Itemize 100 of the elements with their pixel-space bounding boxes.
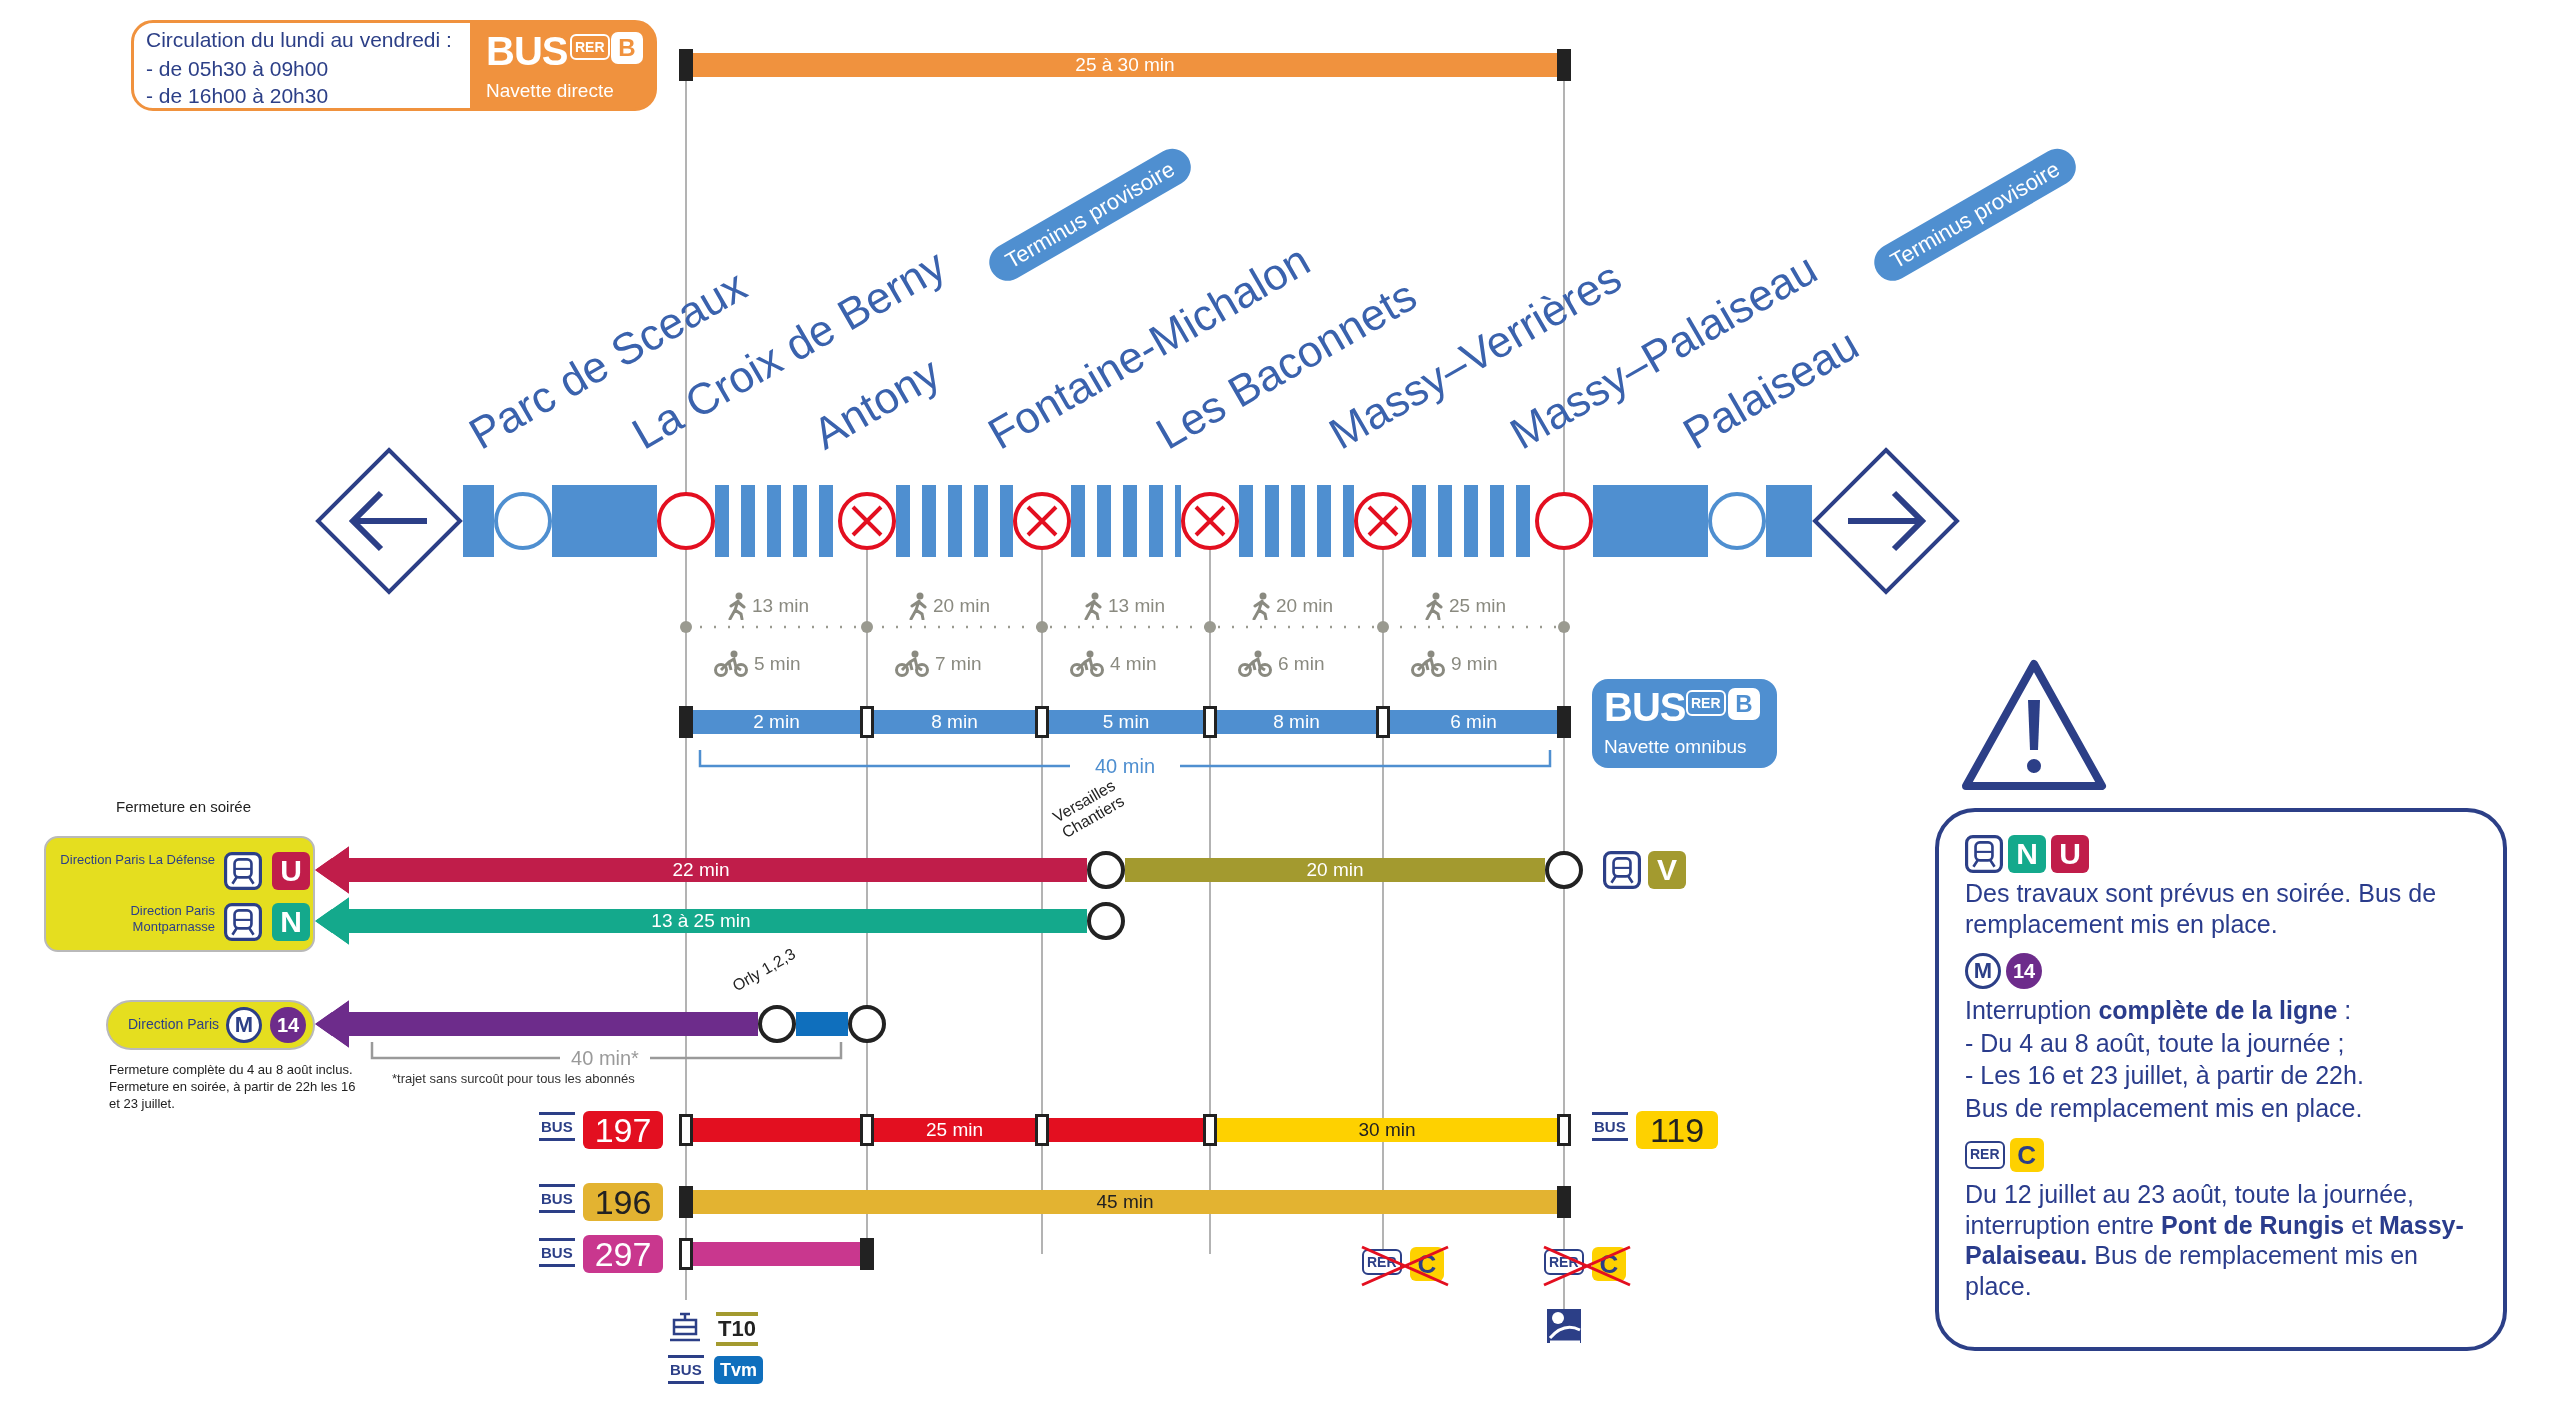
line-badge: 197 xyxy=(583,1111,663,1149)
bus-sign: BUS xyxy=(1592,1112,1628,1141)
note-text: Interruption complète de la ligne : xyxy=(1965,995,2353,1026)
direction-box xyxy=(106,1000,315,1050)
edge-label: 25 min xyxy=(926,1119,983,1141)
edge-label: 8 min xyxy=(1273,711,1320,733)
service-name: Navette omnibus xyxy=(1604,736,1747,758)
edge-label: 6 min xyxy=(1450,711,1497,733)
route-line xyxy=(315,846,1087,894)
route-line xyxy=(1390,710,1557,734)
line-badge: V xyxy=(1648,851,1686,889)
rer-badge: RER xyxy=(1686,690,1726,717)
bus-sign: BUS xyxy=(486,31,568,71)
route-line xyxy=(874,710,1035,734)
stop-mark xyxy=(1203,1114,1217,1146)
route-line xyxy=(1049,1118,1203,1142)
route-line xyxy=(1766,485,1812,557)
stop-mark xyxy=(1557,1186,1571,1218)
direction-text: Direction Paris La Défense xyxy=(59,852,215,869)
route-line xyxy=(1217,710,1376,734)
stop-mark xyxy=(1203,706,1217,738)
bike-time: 5 min xyxy=(754,653,801,675)
edge-label: 13 à 25 min xyxy=(651,910,751,932)
edge-label: 30 min xyxy=(1358,1119,1416,1141)
stop-mark xyxy=(1557,49,1571,81)
direction-text: Direction Paris xyxy=(128,1016,220,1033)
stop-mark xyxy=(860,706,874,738)
edge-label: 5 min xyxy=(1102,711,1150,733)
direction-text: Direction Paris Montparnasse xyxy=(129,903,215,936)
stop-mark xyxy=(679,1186,693,1218)
service-box xyxy=(1592,679,1777,768)
edge-label: 2 min xyxy=(753,711,800,733)
stop-mark xyxy=(1035,1114,1049,1146)
walk-time: 20 min xyxy=(1276,595,1334,617)
stop-mark xyxy=(679,706,693,738)
edge-label: 25 à 30 min xyxy=(1075,54,1175,76)
route-line xyxy=(874,1118,1035,1142)
metro-badge: M xyxy=(226,1007,262,1043)
heading: Fermeture en soirée xyxy=(116,798,252,816)
bus-sign: BUS xyxy=(1604,687,1686,727)
line-badge: 14 xyxy=(270,1007,306,1043)
line-badge: B xyxy=(1728,688,1760,720)
note-text: - Du 4 au 8 août, toute la journée ; xyxy=(1965,1027,2346,1058)
walk-time: 13 min xyxy=(1108,595,1166,617)
closure-note: Fermeture complète du 4 au 8 août inclus. Fermeture en soirée, à partir de 22h les 16 et 23 juillet. xyxy=(109,1062,357,1113)
notice-box xyxy=(1935,808,2507,1351)
duration-label: 40 min xyxy=(1095,754,1155,778)
duration-label: 40 min* xyxy=(571,1046,639,1070)
line-badge: 297 xyxy=(583,1235,663,1273)
route-line xyxy=(693,53,1557,77)
route-line xyxy=(1125,858,1545,882)
route-line xyxy=(1049,710,1203,734)
stop-mark xyxy=(860,1114,874,1146)
route-line xyxy=(1217,1118,1557,1142)
stop-mark xyxy=(1557,706,1571,738)
stop-mark xyxy=(679,1238,693,1270)
line-badge: U xyxy=(2051,835,2089,873)
bike-time: 6 min xyxy=(1278,653,1325,675)
note-text: Bus de remplacement mis en place. xyxy=(1965,1092,2364,1123)
footnote: *trajet sans surcoût pour tous les abonnés xyxy=(392,1072,635,1087)
note-text: - Les 16 et 23 juillet, à partir de 22h. xyxy=(1965,1060,2365,1091)
line-badge: C xyxy=(2009,1138,2044,1172)
edge-label: 45 min xyxy=(1096,1191,1154,1213)
stop-mark xyxy=(1035,706,1049,738)
route-line xyxy=(693,1190,1557,1214)
route-line xyxy=(896,485,1013,557)
route-line xyxy=(1071,485,1181,557)
edge-label: 8 min xyxy=(931,711,978,733)
stop-mark xyxy=(860,1238,874,1270)
line-badge: N xyxy=(2008,835,2046,873)
walk-time: 20 min xyxy=(933,595,991,617)
bike-time: 4 min xyxy=(1110,653,1157,675)
route-line xyxy=(552,485,657,557)
walk-time: 25 min xyxy=(1449,595,1507,617)
edge-label: 22 min xyxy=(672,859,730,881)
line-badge: 14 xyxy=(2006,953,2042,989)
route-line xyxy=(693,710,860,734)
line-badge: U xyxy=(272,852,310,890)
schedule-text: Circulation du lundi au vendredi : xyxy=(146,28,452,53)
route-line xyxy=(315,897,1087,945)
bike-time: 7 min xyxy=(935,653,982,675)
route-line xyxy=(796,1012,848,1036)
transfer-circle xyxy=(848,1005,886,1043)
service-name: Navette directe xyxy=(486,80,614,102)
transfer-circle xyxy=(1545,851,1583,889)
bike-time: 9 min xyxy=(1451,653,1498,675)
rer-badge: RER xyxy=(1965,1141,2005,1169)
stop-mark xyxy=(1557,1114,1571,1146)
note-text: Des travaux sont prévus en soirée. Bus de remplacement mis en place. xyxy=(1965,878,2438,939)
line-badge: Tvm xyxy=(714,1356,763,1384)
schedule-text: - de 16h00 à 20h30 xyxy=(146,84,329,109)
info-box xyxy=(131,20,657,111)
line-badge: 196 xyxy=(583,1183,663,1221)
line-badge: T10 xyxy=(716,1312,758,1346)
route-line xyxy=(315,1000,758,1048)
stop-mark xyxy=(679,1114,693,1146)
bus-sign: BUS xyxy=(668,1355,704,1384)
line-badge: B xyxy=(611,32,643,64)
line-badge: N xyxy=(272,903,310,941)
stop-mark xyxy=(679,49,693,81)
